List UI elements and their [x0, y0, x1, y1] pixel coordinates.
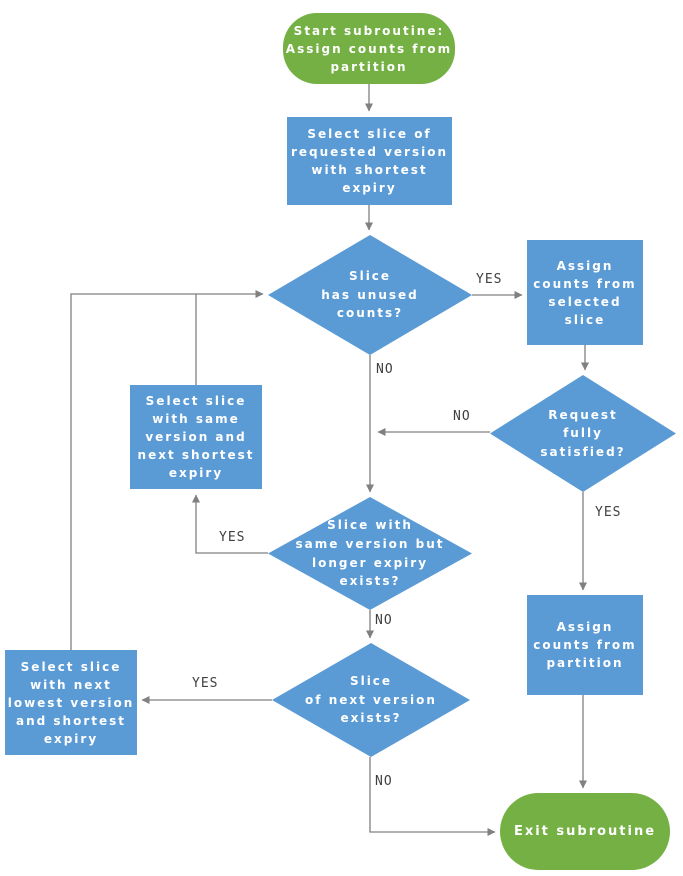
process-assign-counts-selected-slice: Assign counts from selected slice	[527, 240, 643, 345]
edge-label-fully-satisfied-no: NO	[453, 409, 471, 424]
terminator-start-subroutine: Start subroutine: Assign counts from par…	[283, 13, 455, 84]
edge-return-to-has-unused	[70, 290, 264, 650]
edge-longer-expiry-yes	[192, 494, 268, 554]
process-assign-counts-partition: Assign counts from partition	[527, 595, 643, 695]
edge-label-has-unused-yes: YES	[476, 272, 503, 287]
edge-label-longer-expiry-yes: YES	[219, 530, 246, 545]
edge-label-next-version-no: NO	[375, 774, 393, 789]
process-select-requested-version: Select slice of requested version with s…	[287, 117, 452, 205]
terminator-exit-subroutine: Exit subroutine	[500, 793, 670, 870]
edge-next-version-no	[369, 757, 496, 836]
edge-label-has-unused-no: NO	[376, 362, 394, 377]
edge-label-fully-satisfied-yes: YES	[595, 505, 622, 520]
edge-label-longer-expiry-no: NO	[375, 613, 393, 628]
process-select-next-lowest-version: Select slice with next lowest version an…	[5, 650, 137, 755]
edge-label-next-version-yes: YES	[192, 676, 219, 691]
process-select-same-version-next-shortest: Select slice with same version and next …	[130, 385, 262, 489]
